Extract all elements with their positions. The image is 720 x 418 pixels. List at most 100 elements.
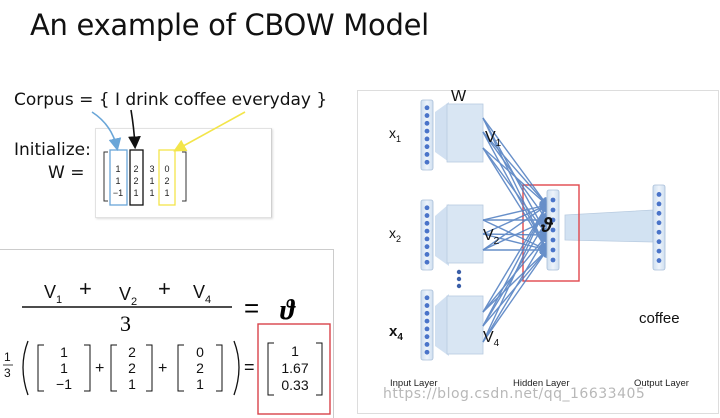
input-x4: x4 bbox=[389, 323, 403, 343]
connection-arrow bbox=[482, 249, 549, 313]
input-column-x2 bbox=[420, 199, 434, 271]
vec1-0: 1 bbox=[60, 344, 68, 360]
w-matrix-2 bbox=[446, 204, 484, 264]
watermark: https://blog.csdn.net/qq_16633405 bbox=[383, 386, 646, 402]
neuron bbox=[424, 310, 430, 316]
neuron bbox=[550, 257, 556, 263]
neuron bbox=[424, 128, 430, 134]
vec3-0: 0 bbox=[196, 344, 204, 360]
neuron bbox=[550, 207, 556, 213]
connection-arrow bbox=[482, 117, 548, 207]
vec3-2: 1 bbox=[196, 376, 204, 392]
v1-label: V1 bbox=[485, 129, 502, 149]
matrix-cell: 3 bbox=[149, 164, 154, 174]
v2-label: V2 bbox=[483, 227, 500, 247]
matrix-cell: 2 bbox=[133, 164, 138, 174]
input-column-x1 bbox=[420, 99, 434, 171]
formula-equals: = bbox=[244, 293, 259, 323]
neuron bbox=[424, 334, 430, 340]
neuron bbox=[424, 252, 430, 257]
formula-denominator: 3 bbox=[120, 311, 131, 336]
w-matrix-4 bbox=[446, 295, 484, 355]
formula: V1 + V2 + V4 3 = ϑ 1 3 1 1 −1 + 2 2 1 + … bbox=[3, 276, 331, 415]
neuron bbox=[424, 213, 430, 218]
neuron bbox=[424, 205, 430, 211]
neuron bbox=[656, 229, 662, 235]
formula-v1: V1 bbox=[44, 282, 62, 306]
input-column-x4 bbox=[420, 289, 434, 361]
neuron bbox=[550, 217, 556, 223]
matrix-cell: 1 bbox=[149, 188, 154, 198]
connection-arrow bbox=[482, 202, 549, 221]
hidden-layer-label: Hidden Layer bbox=[513, 378, 570, 389]
v4-label: V4 bbox=[483, 329, 500, 349]
connection-arrow bbox=[482, 203, 548, 313]
result-highlight-box bbox=[257, 323, 331, 415]
neuron bbox=[656, 220, 662, 226]
neuron bbox=[424, 295, 430, 301]
neuron bbox=[424, 105, 430, 111]
vec-plus-2: + bbox=[158, 360, 167, 377]
neuron bbox=[424, 244, 430, 250]
cbow-network: W x1 x2 x4 V1 V2 V4 ϑ coffee Input Layer… bbox=[389, 90, 689, 389]
neuron bbox=[656, 210, 662, 216]
neuron bbox=[656, 239, 662, 245]
input-layer-label: Input Layer bbox=[390, 378, 438, 389]
connection-arrow bbox=[482, 147, 548, 252]
w-matrix-1 bbox=[446, 103, 484, 163]
connection-arrow bbox=[482, 147, 549, 206]
paren-left bbox=[22, 340, 29, 396]
hidden-highlight-box bbox=[522, 184, 580, 282]
neuron bbox=[424, 318, 430, 324]
input-x2: x2 bbox=[389, 225, 401, 244]
col-box-black bbox=[129, 149, 144, 206]
output-layer-label: Output Layer bbox=[634, 378, 689, 389]
one-third-den: 3 bbox=[4, 366, 11, 380]
arrow-blue bbox=[91, 111, 122, 152]
matrix-cell: 1 bbox=[115, 176, 120, 186]
page-title: An example of CBOW Model bbox=[30, 8, 429, 42]
formula-v2: V2 bbox=[119, 284, 137, 308]
neuron bbox=[424, 326, 430, 332]
connection-arrow bbox=[482, 204, 549, 251]
output-column bbox=[652, 184, 666, 271]
formula-plus-2: + bbox=[158, 276, 171, 301]
neuron bbox=[424, 113, 430, 118]
neuron bbox=[424, 120, 430, 126]
input-x1: x1 bbox=[389, 125, 401, 144]
neuron bbox=[656, 192, 662, 197]
vec2-2: 1 bbox=[128, 376, 136, 392]
vec2-0: 2 bbox=[128, 344, 136, 360]
col-box-blue bbox=[109, 149, 128, 206]
formula-plus-1: + bbox=[79, 276, 92, 301]
matrix-cell: 1 bbox=[115, 164, 120, 174]
arrow-yellow bbox=[173, 111, 246, 152]
neuron bbox=[550, 247, 556, 253]
result-0: 1 bbox=[291, 343, 299, 359]
neuron bbox=[424, 259, 430, 265]
neuron bbox=[550, 237, 556, 243]
matrix-cell: 2 bbox=[133, 176, 138, 186]
neuron bbox=[424, 136, 430, 142]
neuron bbox=[424, 236, 430, 242]
formula-theta: ϑ bbox=[280, 295, 296, 326]
neuron bbox=[424, 303, 430, 308]
connection-arrow bbox=[482, 203, 548, 327]
connection-arrow bbox=[482, 248, 548, 343]
matrix-cell: 2 bbox=[164, 176, 169, 186]
connection-arrow bbox=[482, 233, 548, 343]
output-projection bbox=[564, 209, 654, 243]
result-equals: = bbox=[244, 357, 255, 377]
hidden-theta: ϑ bbox=[540, 215, 554, 237]
net-w-label: W bbox=[451, 90, 467, 105]
neuron bbox=[424, 220, 430, 226]
vec1-2: −1 bbox=[56, 376, 72, 392]
neuron bbox=[424, 144, 430, 150]
neuron bbox=[656, 248, 662, 254]
matrix-cell: 1 bbox=[133, 188, 138, 198]
col-box-yellow bbox=[158, 149, 176, 206]
neuron bbox=[550, 227, 556, 233]
connection-arrow bbox=[482, 204, 549, 235]
corpus-text: Corpus = { I drink coffee everyday } bbox=[14, 90, 328, 110]
